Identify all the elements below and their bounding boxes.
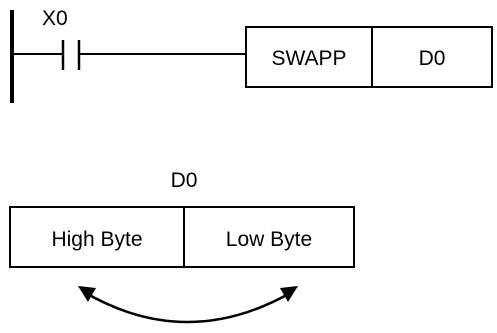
contact-label: X0 [42, 7, 68, 30]
instruction-box [245, 26, 493, 88]
instruction-mnemonic: SWAPP [271, 47, 346, 70]
instruction-operand: D0 [419, 47, 446, 70]
register-name: D0 [171, 169, 198, 192]
register-box [9, 206, 355, 268]
register-diagram: D0 High Byte Low Byte [9, 169, 355, 268]
high-byte-label: High Byte [51, 228, 142, 251]
low-byte-label: Low Byte [226, 228, 312, 251]
normally-open-contact-icon [61, 40, 81, 70]
swap-double-arrow-icon [78, 286, 298, 324]
ladder-rung: X0 SWAPP D0 [10, 7, 493, 103]
